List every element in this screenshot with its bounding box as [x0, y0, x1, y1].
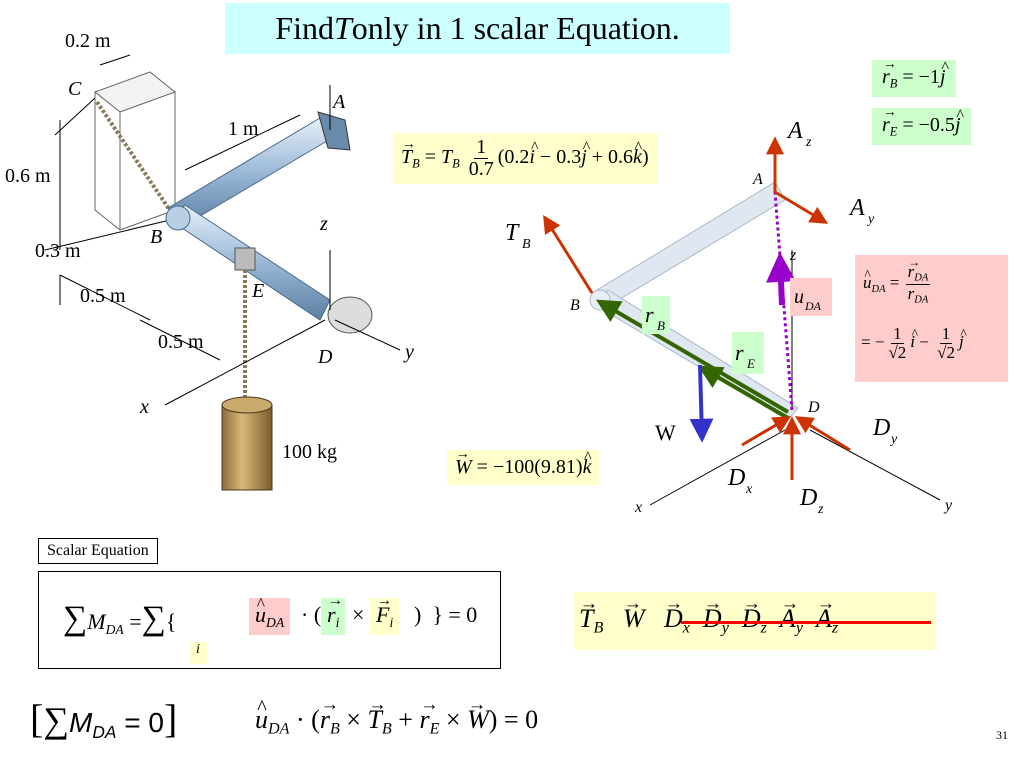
moment-eq: uDA · (rB × TB + rE × W) = 0: [255, 694, 538, 739]
cable-CB: [95, 100, 177, 220]
point-label: B: [150, 226, 162, 248]
scalar-equation-label: Scalar Equation: [38, 538, 158, 564]
structure-figure: 0.2 m C A 1 m 0.6 m B z 0.3 m E 0.5 m 0.…: [5, 30, 414, 491]
label-Dz: D: [799, 485, 817, 511]
label-Dz-sub: z: [817, 502, 824, 517]
u-DA-term: uDA: [249, 594, 291, 635]
label-Ay: A: [848, 195, 865, 221]
slide-title: Find T only in 1 scalar Equation.: [225, 3, 730, 54]
fbd-point-B: B: [570, 297, 580, 314]
label-rE: r: [735, 340, 744, 365]
mass-label: 100 kg: [282, 441, 337, 463]
strike-line: [681, 621, 931, 624]
eq-rB: rB = −1j: [872, 57, 956, 98]
label-Az: A: [786, 118, 803, 144]
label-rB: r: [645, 302, 654, 327]
label-rE-sub: E: [746, 356, 755, 371]
axes: [164, 85, 401, 406]
r-i-term: ri: [321, 592, 346, 635]
dim-label: 0.3 m: [35, 240, 81, 262]
F-i-term: Fi: [370, 592, 400, 635]
r-B-arrow: [595, 299, 790, 414]
label-Dy-sub: y: [889, 432, 898, 447]
scalar-equation-box: ∑MDA =∑{ i uDA · ( ri × Fi ) } = 0: [38, 571, 501, 669]
label-W: W: [655, 420, 676, 445]
page-number: 31: [996, 728, 1008, 742]
eq-rE: rE = −0.5j: [872, 105, 971, 146]
label-uDA: u: [794, 286, 804, 308]
dim-label: 0.5 m: [158, 331, 204, 353]
axis-label: y: [403, 341, 414, 363]
r-E-arrow: [697, 365, 790, 420]
point-label: D: [317, 346, 333, 368]
label-Dx-sub: x: [745, 482, 753, 497]
fbd-point-D: D: [807, 399, 820, 416]
dim-label: 0.5 m: [80, 285, 126, 307]
label-Ay-sub: y: [866, 212, 875, 227]
point-label: C: [68, 78, 82, 100]
D-x-arrow: [741, 416, 792, 447]
moment-eq-label: [∑MDA = 0]: [30, 696, 178, 743]
u-DA-arrow: [766, 252, 797, 306]
axis-label: z: [319, 213, 328, 235]
axis-label: x: [139, 396, 149, 418]
fbd-axis-x: x: [634, 499, 642, 516]
sum-index: i: [189, 642, 207, 664]
free-body-diagram: A B D z y x T B A z A y r B r E u DA W D…: [505, 118, 953, 517]
fbd-axis-z: z: [789, 247, 797, 264]
fbd-axis-y: y: [943, 497, 953, 514]
T-B-arrow: [543, 214, 594, 294]
label-Dx: D: [727, 465, 745, 491]
dim-label: 0.2 m: [65, 30, 111, 52]
fbd-point-A: A: [752, 171, 763, 188]
wall-box: [93, 71, 177, 231]
point-label: A: [331, 91, 346, 113]
A-y-arrow: [774, 190, 829, 224]
force-list: TB W Dx Dy Dz Ay Az: [573, 592, 936, 650]
label-Dy: D: [872, 415, 890, 441]
label-T: T: [505, 220, 520, 246]
dim-label: 0.6 m: [5, 165, 51, 187]
dimension-lines: [44, 54, 301, 361]
eq-TB: TB = TB 10.7(0.2i − 0.3j + 0.6k): [393, 133, 657, 184]
label-uDA-sub: DA: [804, 299, 822, 313]
label-Az-sub: z: [805, 135, 812, 150]
W-arrow: [689, 364, 714, 443]
point-label: E: [251, 280, 264, 302]
eq-W: W = −100(9.81)k: [447, 447, 600, 485]
dim-label: 1 m: [228, 118, 259, 140]
label-rB-sub: B: [657, 318, 665, 333]
D-y-arrow: [794, 416, 851, 452]
label-T-sub: B: [522, 237, 531, 252]
